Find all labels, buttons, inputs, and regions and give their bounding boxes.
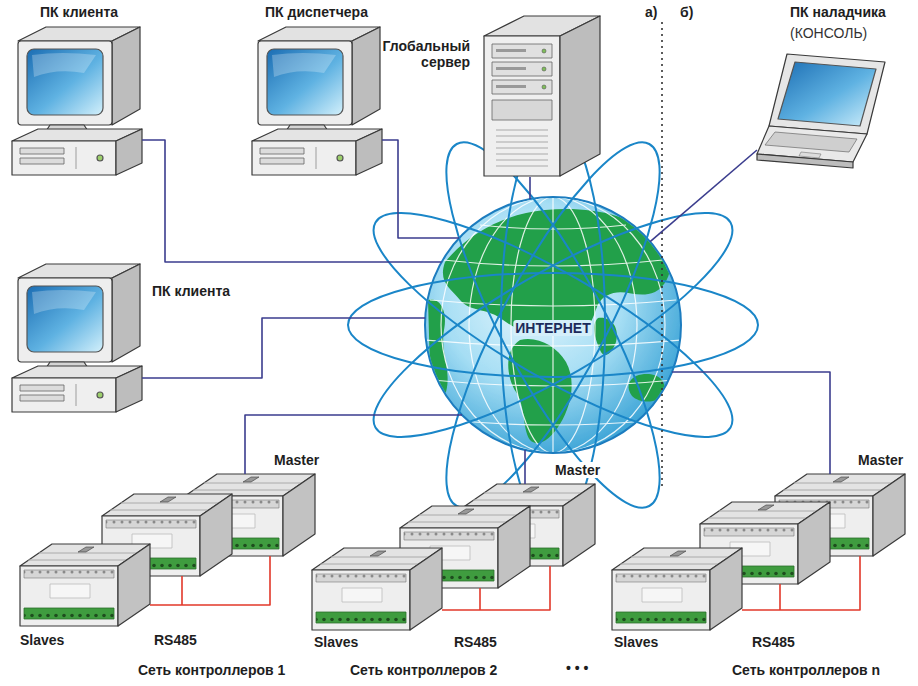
internet-globe: ИНТЕРНЕТ xyxy=(425,197,681,453)
server-picture xyxy=(484,16,600,176)
client-pc: ПК клиента xyxy=(12,262,142,414)
rs485-stub xyxy=(181,576,183,605)
network-link xyxy=(524,450,526,484)
rs485-stub xyxy=(779,584,781,610)
node-label: ИНТЕРНЕТ xyxy=(513,320,592,336)
network-caption: Сеть контроллеров 1 xyxy=(138,662,285,678)
slave-controller: Slaves xyxy=(312,548,442,630)
network-link xyxy=(529,177,531,199)
client-pc-picture xyxy=(12,264,142,412)
node-label: Slaves xyxy=(614,634,658,650)
network-link xyxy=(650,150,757,242)
rs485-bus xyxy=(150,556,270,605)
slave-controller: Slaves xyxy=(612,548,742,630)
globe-sphere xyxy=(425,197,681,453)
node-label: Slaves xyxy=(20,632,64,648)
bus-label: RS485 xyxy=(750,634,797,650)
slave-picture xyxy=(20,544,150,626)
variant-mark: б) xyxy=(680,4,693,20)
master-controller: Master xyxy=(465,484,595,566)
network-link xyxy=(245,415,462,474)
network-caption: Сеть контроллеров n xyxy=(732,662,880,678)
dispatcher-pc-picture xyxy=(252,27,382,175)
network-link xyxy=(672,372,830,474)
network-link xyxy=(382,140,459,238)
laptop-picture xyxy=(757,54,885,168)
dispatcher-pc: ПК диспетчера xyxy=(252,25,382,177)
separator-line xyxy=(661,22,663,486)
bus-label: RS485 xyxy=(152,632,199,648)
node-label: ПК клиента xyxy=(152,283,230,299)
network-link xyxy=(142,140,442,262)
slave-picture xyxy=(612,548,742,630)
node-label: Глобальный сервер xyxy=(370,38,470,70)
node-label: Master xyxy=(553,462,602,478)
globe-picture xyxy=(348,120,758,531)
client-pc: ПК клиента xyxy=(12,25,142,177)
globe-grid xyxy=(425,197,681,453)
master-controller: Master xyxy=(775,474,905,556)
node-label: (КОНСОЛЬ) xyxy=(790,25,867,41)
globe-surface xyxy=(425,197,681,453)
rs485-bus xyxy=(442,566,550,610)
variant-mark: а) xyxy=(645,4,657,20)
node-label: Master xyxy=(272,452,321,468)
node-label: ПК диспетчера xyxy=(265,4,368,20)
node-label: Master xyxy=(856,452,905,468)
rs485-stub xyxy=(479,588,481,610)
node-label: Slaves xyxy=(314,634,358,650)
ellipsis-mark: • • • xyxy=(566,660,588,676)
network-link xyxy=(142,318,425,378)
client-pc-picture xyxy=(12,27,142,175)
global-server: Глобальный сервер xyxy=(482,12,602,177)
orbit-rings xyxy=(348,120,758,531)
rs485-bus xyxy=(742,556,860,610)
slave-controller: Slaves xyxy=(20,544,150,626)
node-label: ПК клиента xyxy=(40,4,118,20)
node-label: ПК наладчика xyxy=(790,4,886,20)
slave-picture xyxy=(312,548,442,630)
master-controller: Master xyxy=(185,474,315,556)
setup-laptop: ПК наладчика(КОНСОЛЬ) xyxy=(757,52,887,170)
network-caption: Сеть контроллеров 2 xyxy=(350,662,497,678)
bus-label: RS485 xyxy=(452,634,499,650)
